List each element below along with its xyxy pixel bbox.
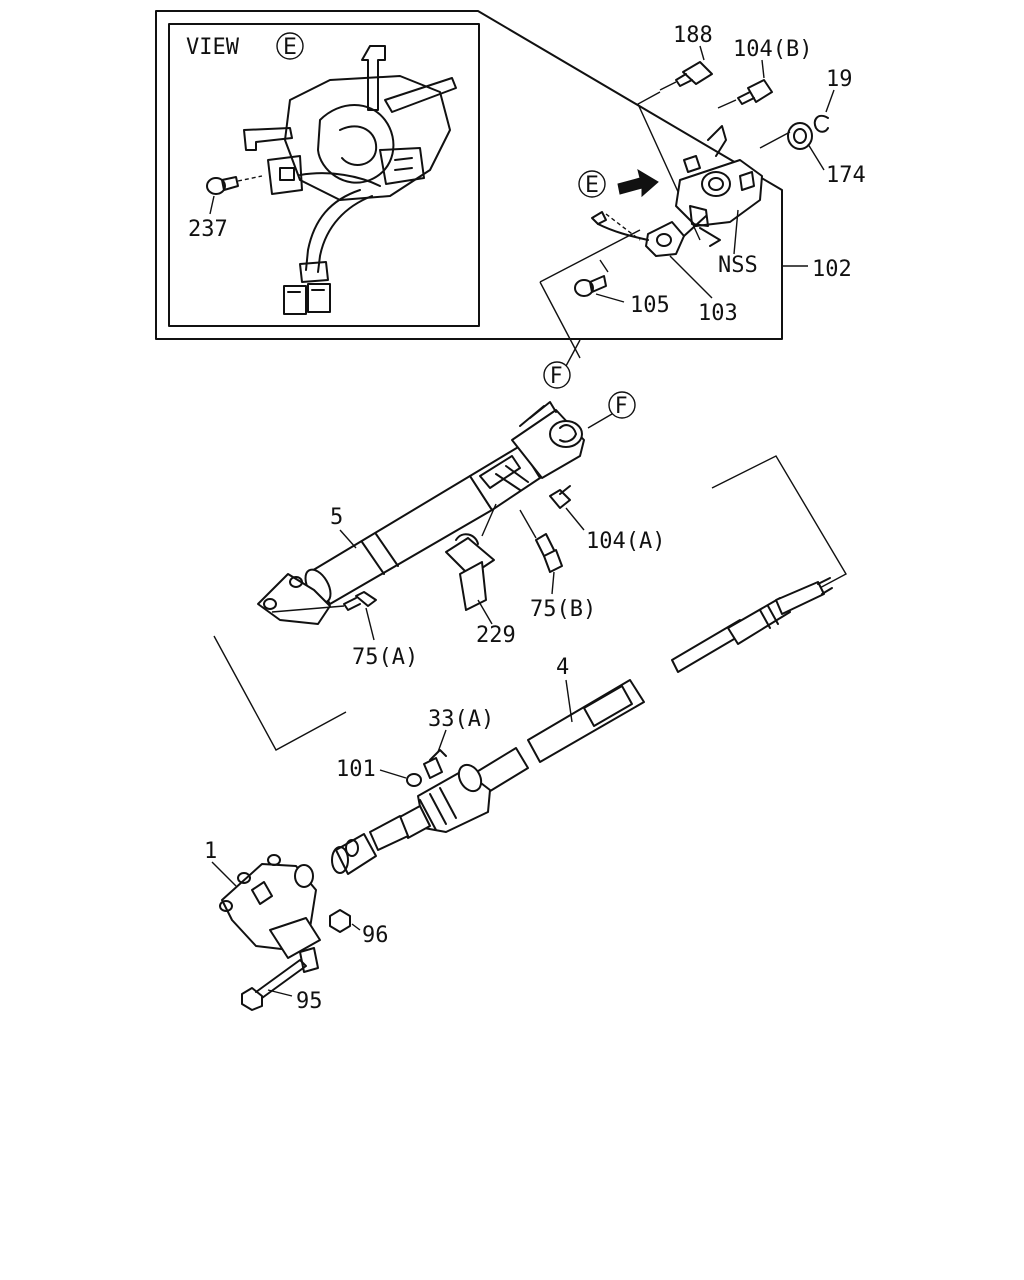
harness-103	[591, 211, 707, 257]
detail-frame	[155, 10, 783, 340]
label-nss: NSS	[718, 253, 758, 278]
marker-f-letter-upper: F	[550, 364, 563, 389]
label-33a: 33(A)	[428, 707, 494, 732]
leader-1	[211, 861, 237, 887]
bolt-104a	[549, 485, 571, 509]
label-104b: 104(B)	[733, 37, 812, 62]
steering-column-5	[304, 401, 585, 605]
label-5: 5	[330, 505, 343, 530]
view-ref-circle	[276, 32, 304, 60]
label-101: 101	[336, 757, 376, 782]
clamp-229	[445, 503, 497, 611]
guide-line-c	[759, 131, 791, 149]
leader-229	[477, 599, 493, 625]
label-1: 1	[204, 839, 217, 864]
bushing-174	[787, 122, 813, 150]
view-title: VIEW	[186, 35, 240, 60]
frame-upper-right	[711, 455, 847, 591]
frame-lower-left	[213, 635, 347, 751]
leader-4	[565, 679, 573, 723]
screw-237	[206, 175, 263, 195]
washer-101	[406, 773, 422, 787]
leader-75b	[551, 571, 555, 595]
view-direction-arrow	[617, 168, 659, 198]
label-103: 103	[698, 301, 738, 326]
view-e-switch-assembly	[243, 45, 457, 315]
bolt-188	[659, 61, 713, 91]
label-237: 237	[188, 217, 228, 242]
nss-switch-body	[675, 125, 763, 247]
leader-95	[267, 989, 293, 997]
leader-nss	[733, 209, 739, 255]
leader-5	[339, 529, 357, 549]
marker-e-circle	[578, 170, 606, 198]
leader-75a	[365, 607, 375, 641]
label-174: 174	[826, 163, 866, 188]
view-ref-letter: E	[283, 35, 297, 60]
leader-96	[351, 923, 361, 931]
screw-105	[574, 275, 607, 297]
nut-96	[329, 909, 351, 933]
marker-f-letter-lower: F	[615, 394, 628, 419]
label-188: 188	[673, 23, 713, 48]
bolt-95	[241, 959, 307, 1011]
leader-33a	[437, 729, 447, 753]
marker-f-circle-upper	[543, 361, 571, 389]
leader-237	[209, 195, 215, 215]
guide-line-b	[717, 99, 737, 109]
label-229: 229	[476, 623, 516, 648]
guide-line-e	[605, 213, 641, 241]
label-102: 102	[812, 257, 852, 282]
leader-f-lower	[587, 413, 613, 429]
label-104a: 104(A)	[586, 529, 665, 554]
bolt-104b	[737, 79, 773, 105]
leader-104b	[761, 59, 765, 79]
leader-105	[595, 293, 625, 303]
leader-19	[825, 89, 835, 113]
label-75a: 75(A)	[352, 645, 418, 670]
guide-line-d	[539, 229, 641, 359]
gearbox-1	[219, 854, 321, 973]
bolt-33a	[423, 749, 447, 779]
leader-103	[669, 255, 713, 299]
bolt-75a	[271, 591, 377, 613]
label-95: 95	[296, 989, 323, 1014]
label-4: 4	[556, 655, 569, 680]
label-96: 96	[362, 923, 389, 948]
label-105: 105	[630, 293, 670, 318]
leader-174	[807, 143, 825, 171]
leader-104a	[565, 507, 585, 531]
marker-f-circle-lower	[608, 391, 636, 419]
shaft-4	[469, 577, 833, 797]
universal-joint-boot	[331, 763, 491, 875]
clip-19	[813, 114, 829, 133]
marker-e-letter: E	[585, 173, 599, 198]
leader-101	[379, 769, 407, 779]
label-75b: 75(B)	[530, 597, 596, 622]
leader-188	[699, 45, 705, 61]
view-e-box	[168, 23, 480, 327]
leader-f-upper	[565, 339, 581, 367]
label-19: 19	[826, 67, 853, 92]
bolt-75b	[519, 509, 563, 573]
